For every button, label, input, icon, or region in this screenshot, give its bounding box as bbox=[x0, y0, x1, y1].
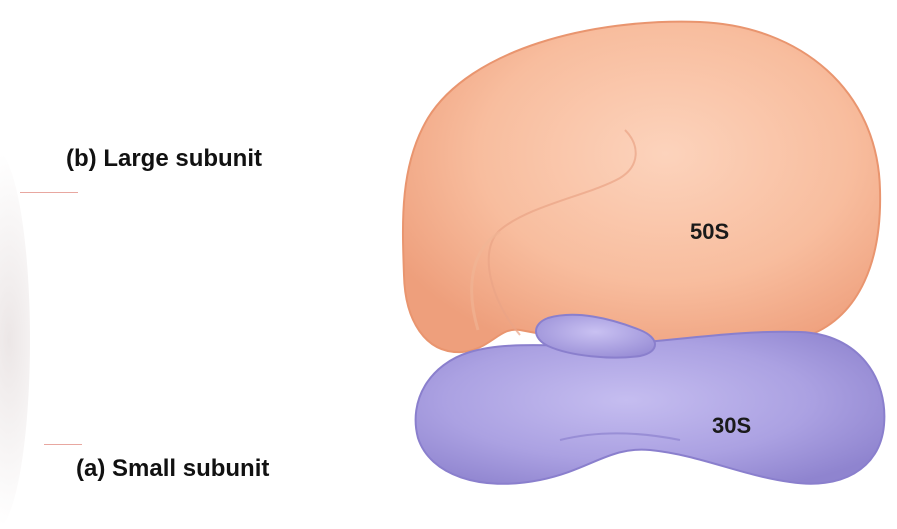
large-subunit-shape bbox=[403, 22, 880, 352]
small-subunit-sedimentation: 30S bbox=[712, 413, 751, 438]
large-subunit-sedimentation: 50S bbox=[690, 219, 729, 244]
